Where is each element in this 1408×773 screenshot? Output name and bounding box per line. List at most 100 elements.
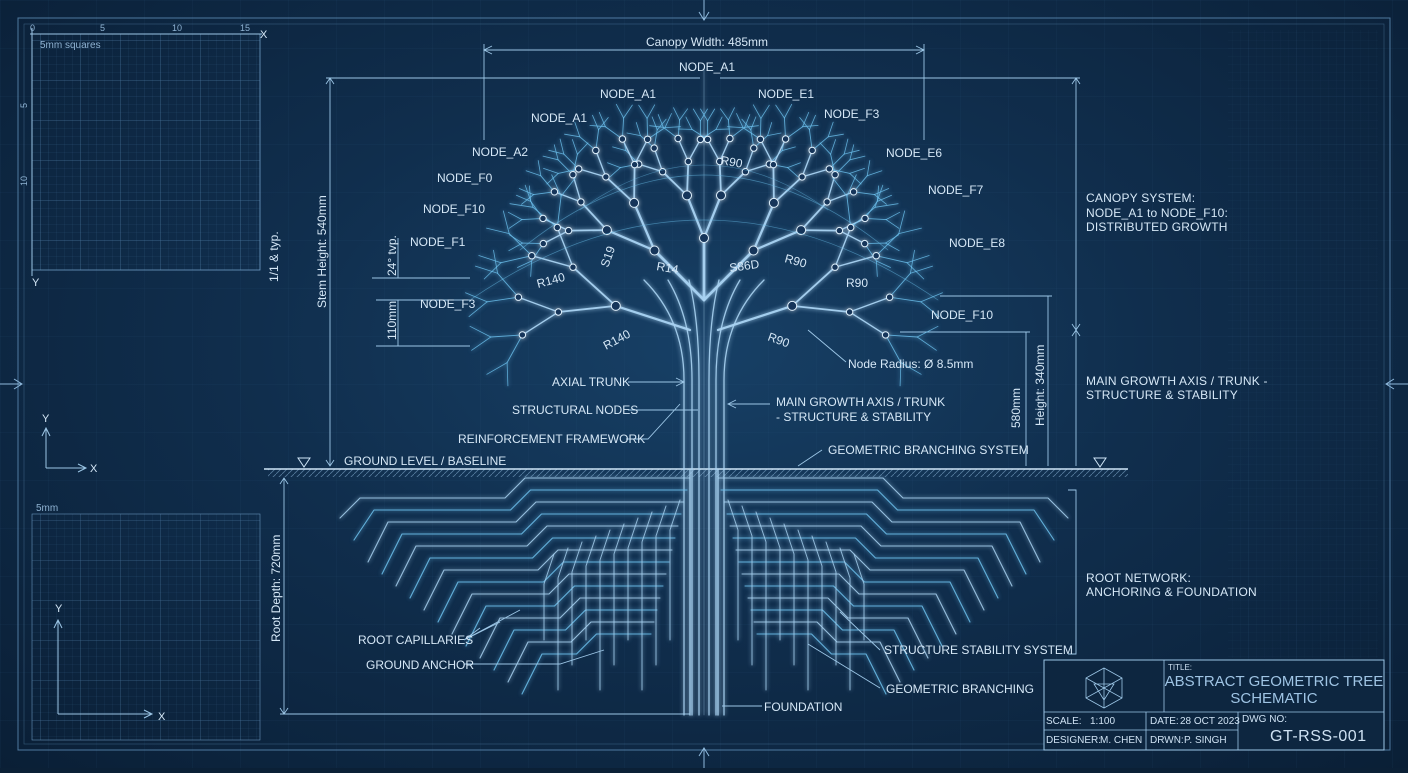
- axis-x-label-middle: X: [90, 463, 98, 475]
- dwg-value: GT-RSS-001: [1270, 728, 1367, 745]
- grid-tick-10: 10: [172, 23, 182, 33]
- title-line-2: SCHEMATIC: [1230, 690, 1317, 707]
- root-system-line-2: ANCHORING & FOUNDATION: [1086, 585, 1257, 599]
- structural-node: [824, 199, 830, 205]
- date-label: DATE:: [1150, 716, 1179, 727]
- stem-height-label: Stem Height: 540mm: [315, 195, 329, 308]
- dim-24-label: 24° tvp.: [385, 235, 399, 276]
- structural-node: [611, 301, 620, 310]
- structural-node: [717, 191, 726, 200]
- grid-tick-15: 15: [240, 23, 250, 33]
- structural-node: [799, 174, 805, 180]
- structural-node: [848, 224, 854, 230]
- callout-main-axis-2: - STRUCTURE & STABILITY: [776, 410, 931, 424]
- canopy-branch: [569, 230, 607, 231]
- structural-node: [650, 246, 659, 255]
- structural-node: [644, 136, 650, 142]
- grid-y-axis-label: Y: [32, 277, 40, 289]
- callout-main-axis-1: MAIN GROWTH AXIS / TRUNK: [776, 395, 945, 409]
- main-system-line-1: MAIN GROWTH AXIS / TRUNK -: [1086, 374, 1268, 388]
- structural-node: [555, 309, 561, 315]
- node-label-left-2: NODE_A1: [531, 111, 587, 125]
- main-system-line-2: STRUCTURE & STABILITY: [1086, 388, 1238, 402]
- structural-node: [529, 253, 535, 259]
- canopy-branch: [801, 230, 839, 231]
- node-label-right-5: NODE_E8: [949, 236, 1005, 250]
- canopy-width-label: Canopy Width: 485mm: [646, 35, 768, 49]
- structural-node: [619, 136, 625, 142]
- structural-node: [578, 199, 584, 205]
- structural-node: [886, 294, 892, 300]
- node-label-top: NODE_A1: [679, 60, 735, 74]
- grid-panel-bottom: 5mm Y X: [32, 503, 260, 740]
- callout-reinforcement: REINFORCEMENT FRAMEWORK: [458, 432, 645, 446]
- dim-110-label: 110mm: [385, 301, 399, 340]
- grid-bottom-label: 5mm: [36, 503, 58, 514]
- radius-r90-c: R90: [846, 276, 868, 290]
- scale-label: SCALE:: [1046, 716, 1082, 727]
- structural-node: [697, 136, 703, 142]
- structural-node: [683, 191, 692, 200]
- structural-node: [782, 136, 788, 142]
- grid-panel-top: 5mm squares 0 5 10 15 5 10 X Y: [19, 23, 268, 289]
- structural-node: [862, 240, 868, 246]
- grid-x-axis-label: X: [260, 29, 268, 41]
- node-label-left-6: NODE_F1: [410, 235, 466, 249]
- dwg-label: DWG NO:: [1242, 714, 1287, 725]
- node-label-right-4: NODE_F7: [928, 183, 984, 197]
- structural-node: [551, 189, 557, 195]
- drawn-value: P. SINGH: [1184, 735, 1227, 746]
- structural-node: [576, 166, 582, 172]
- canopy-system-line-3: DISTRIBUTED GROWTH: [1086, 220, 1228, 234]
- grid-side-tick-10: 10: [19, 176, 29, 186]
- callout-root-capillaries: ROOT CAPILLARIES: [358, 633, 473, 647]
- callout-structure-stability: STRUCTURE STABILITY SYSTEM: [884, 643, 1073, 657]
- axis-y-label-bottom: Y: [55, 603, 63, 615]
- structural-node: [554, 224, 560, 230]
- grid-side-tick-5: 5: [19, 103, 29, 108]
- structural-node: [809, 147, 815, 153]
- node-label-right-2: NODE_F3: [824, 107, 880, 121]
- canopy-branch: [773, 165, 774, 203]
- structural-node: [630, 198, 639, 207]
- structural-node: [850, 189, 856, 195]
- structural-node: [770, 161, 776, 167]
- dim-left-top-label: 1/1 & typ.: [267, 231, 281, 282]
- structural-node: [832, 264, 838, 270]
- title-block: TITLE: ABSTRACT GEOMETRIC TREE SCHEMATIC…: [1044, 660, 1384, 750]
- structural-node: [515, 294, 521, 300]
- structural-node: [749, 246, 758, 255]
- structural-node: [700, 234, 709, 243]
- structural-node: [570, 172, 576, 178]
- node-label-left-3: NODE_A2: [472, 145, 528, 159]
- axis-x-label-bottom: X: [158, 711, 166, 723]
- structural-node: [826, 166, 832, 172]
- designer-label: DESIGNER:: [1046, 735, 1101, 746]
- canopy-system-line-1: CANOPY SYSTEM:: [1086, 191, 1195, 205]
- structural-node: [651, 145, 657, 151]
- structural-node: [540, 215, 546, 221]
- structural-node: [882, 332, 888, 338]
- callout-geo-branching: GEOMETRIC BRANCHING: [886, 682, 1034, 696]
- structural-node: [570, 264, 576, 270]
- height-right-label: Height: 340mm: [1033, 345, 1047, 426]
- structural-node: [675, 135, 681, 141]
- structural-node: [757, 136, 763, 142]
- structural-node: [788, 301, 797, 310]
- structural-node: [540, 240, 546, 246]
- structural-node: [769, 198, 778, 207]
- grid-tick-0: 0: [30, 23, 35, 33]
- structural-node: [862, 215, 868, 221]
- dim-580-label: 580mm: [1009, 388, 1023, 428]
- structural-node: [873, 253, 879, 259]
- structural-node: [832, 172, 838, 178]
- callout-axial-trunk: AXIAL TRUNK: [552, 375, 630, 389]
- grid-panel-right: [1228, 30, 1378, 658]
- grid-top-label: 5mm squares: [40, 40, 101, 51]
- node-label-left-7: NODE_F3: [420, 297, 476, 311]
- callout-foundation: FOUNDATION: [764, 700, 842, 714]
- structural-node: [704, 136, 710, 142]
- axis-y-label-middle: Y: [42, 413, 50, 425]
- node-label-left-4: NODE_F0: [437, 171, 493, 185]
